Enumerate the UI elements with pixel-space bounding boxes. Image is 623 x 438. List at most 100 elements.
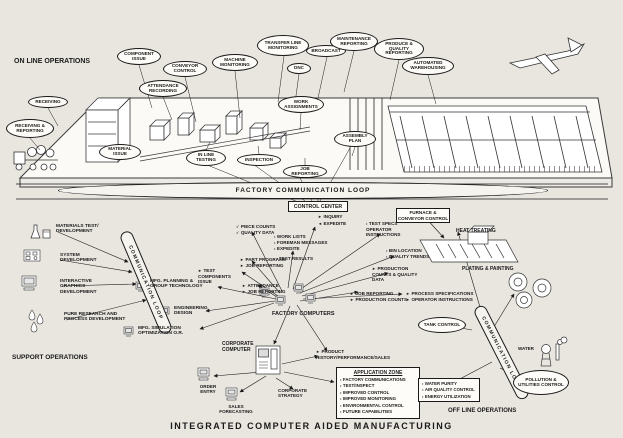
warehouse — [387, 105, 603, 173]
flow-work-lists: •WORK LISTS — [274, 234, 306, 240]
flow-label: TEST RESULTS — [278, 256, 314, 261]
bubble-material-issue: MATERIAL ISSUE — [99, 144, 141, 160]
mfg-planning-label: MFG. PLANNING & GROUP TECHNOLOGY — [150, 279, 203, 290]
application-zone-title: APPLICATION ZONE — [353, 370, 403, 376]
heat-treat-illustration — [419, 225, 519, 263]
arrow-icon: ► — [198, 268, 202, 273]
application-zone-item: •IMPROVED CONTROL — [340, 390, 416, 396]
flow-production-counts-quality: ►PRODUCTION COUNTS & QUALITY DATA — [372, 266, 428, 282]
flow-label: JOB REPORTING — [247, 289, 286, 294]
factory-machines — [149, 110, 287, 149]
pure-research-label: PURE RESEARCH AND PROCESS DEVELOPMENT — [64, 312, 126, 323]
flow-label: QUALITY TRENDS — [388, 254, 430, 259]
hub-computer-icons — [259, 283, 316, 306]
flow-quality-trends: •QUALITY TRENDS — [386, 254, 429, 260]
arrow-icon: ► — [318, 214, 322, 219]
factory-communication-loop-band: FACTORY COMMUNICATION LOOP — [58, 182, 548, 199]
corporate-computer-label: CORPORATE COMPUTER — [222, 341, 254, 353]
bubble-automated-warehousing: AUTOMATED WAREHOUSING — [402, 57, 454, 75]
circuit-board-icon — [23, 249, 41, 262]
bullet-icon: • — [274, 246, 276, 251]
application-zone-item: •IMPROVED MONITORING — [340, 396, 416, 402]
bullet-icon: • — [422, 393, 424, 399]
bubble-receiving-reporting: RECEIVING & REPORTING — [6, 119, 54, 138]
materials-test-label: MATERIALS TEST/ DEVELOPMENT — [56, 224, 99, 235]
flow-label: QUALITY DATA — [240, 230, 275, 235]
flow-label: PROCESS SPECIFICATIONS — [411, 291, 474, 296]
bullet-icon: • — [274, 234, 276, 239]
bullet-icon: • — [340, 383, 342, 389]
check-icon: ✓ — [236, 224, 240, 229]
system-development-label: SYSTEM DEVELOPMENT — [60, 253, 97, 264]
bullet-icon: • — [386, 254, 388, 259]
application-zone-item-label: TEST/INSPECT — [342, 383, 375, 389]
bubble-assembly-plan: ASSEMBLY PLAN — [334, 131, 376, 147]
bullet-icon: • — [340, 408, 342, 414]
flow-label: PRODUCTION COUNTS — [355, 297, 408, 302]
flow-job-reporting-b: ►JOB REPORTING — [242, 289, 286, 295]
flow-label: JOB REPORTING — [355, 291, 394, 296]
corporate-strategy-label: CORPORATE STRATEGY — [278, 388, 308, 399]
flow-label: WORK LISTS — [276, 234, 306, 239]
bubble-component-issue: COMPONENT ISSUE — [117, 48, 161, 65]
application-zone-item-label: ENVIRONMENTAL CONTROL — [342, 402, 404, 408]
application-zone-item-label: IMPROVED MONITORING — [342, 396, 397, 402]
application-zone-box: APPLICATION ZONE •FACTORY COMMUNICATIONS… — [336, 367, 420, 419]
flow-operator-instructions: ►OPERATOR INSTRUCTIONS — [406, 297, 473, 303]
bullet-icon: • — [340, 389, 342, 395]
application-zone-item-label: FACTORY COMMUNICATIONS — [342, 377, 406, 382]
order-entry-terminal-icon — [197, 367, 210, 381]
bullet-icon: • — [340, 402, 342, 408]
application-zone-item: •TEST/INSPECT — [340, 383, 416, 389]
interactive-graphics-label: INTERACTIVE GRAPHICS DEVELOPMENT — [60, 279, 97, 295]
application-zone-item: •FACTORY COMMUNICATIONS — [340, 377, 416, 383]
control-center-box: CONTROL CENTER — [288, 201, 348, 212]
utilities-item-label: AIR QUALITY CONTROL — [424, 387, 475, 393]
flow-label: ATTENDANCE — [247, 283, 279, 288]
flow-part-programs: ►PART PROGRAMS — [240, 257, 286, 263]
flow-production-counts: ►PRODUCTION COUNTS — [350, 297, 407, 303]
bullet-icon: • — [274, 240, 276, 245]
bubble-in-line-testing: IN LINE TESTING — [186, 150, 226, 166]
bullet-icon: • — [340, 377, 342, 382]
flow-test-components-issue: ►TEST COMPONENTS ISSUE — [198, 268, 240, 284]
bubble-work-assignments: WORK ASSIGNMENTS — [278, 96, 324, 113]
check-icon: ✓ — [236, 230, 240, 235]
graphics-terminal-icon — [21, 275, 37, 291]
heat-treating-label: HEAT TREATING — [456, 228, 496, 234]
diagram-caption: INTEGRATED COMPUTER AIDED MANUFACTURING — [170, 421, 453, 431]
bubble-produce-quality-reporting: PRODUCE & QUALITY REPORTING — [374, 38, 424, 60]
plating-painting-label: PLATING & PAINTING — [462, 266, 514, 272]
sales-terminal-icon — [225, 387, 238, 401]
flow-bin-location: •BIN LOCATION — [386, 248, 422, 254]
flow-expedite-cc: ◄EXPEDITE — [318, 221, 346, 227]
bubble-pollution-utilities: POLLUTION & UTILITIES CONTROL — [513, 370, 569, 395]
flow-piece-counts: ✓PIECE COUNTS — [236, 224, 275, 230]
bubble-machine-monitoring: MACHINE MONITORING — [212, 54, 258, 71]
bubble-maintenance-reporting: MAINTENANCE REPORTING — [330, 32, 378, 51]
smokestack-icon — [555, 336, 568, 361]
bullet-icon: • — [340, 396, 342, 402]
flow-attendance: ►ATTENDANCE — [242, 283, 279, 289]
log-truck — [13, 145, 58, 171]
bubble-tank-control: TANK CONTROL — [418, 317, 466, 333]
flow-label: INQUIRY — [323, 214, 343, 219]
flow-label: JOB REPORTING — [245, 263, 284, 268]
arrow-icon: ► — [406, 291, 410, 296]
bullet-icon: • — [422, 381, 424, 386]
airplane-icon — [508, 37, 585, 75]
furnace-conveyor-control-box: FURNACE & CONVEYOR CONTROL — [396, 208, 450, 223]
engineering-design-label: ENGINEERING DESIGN — [174, 306, 208, 317]
flow-label: EXPEDITE — [323, 221, 347, 226]
bubble-inspection: INSPECTION — [237, 154, 281, 166]
utilities-item: •AIR QUALITY CONTROL — [422, 387, 476, 393]
bubble-conveyor-control: CONVEYOR CONTROL — [163, 61, 207, 77]
bullet-icon: • — [366, 221, 368, 226]
arrow-icon: ► — [350, 297, 354, 302]
water-tower-icon — [540, 344, 552, 367]
support-operations-label: SUPPORT OPERATIONS — [12, 354, 88, 361]
flow-label: TEST SPECS OPERATOR INSTRUCTIONS — [366, 221, 401, 237]
flow-label: BIN LOCATION — [388, 248, 422, 253]
arrow-icon: ► — [242, 283, 246, 288]
application-zone-item-label: IMPROVED CONTROL — [342, 389, 390, 395]
